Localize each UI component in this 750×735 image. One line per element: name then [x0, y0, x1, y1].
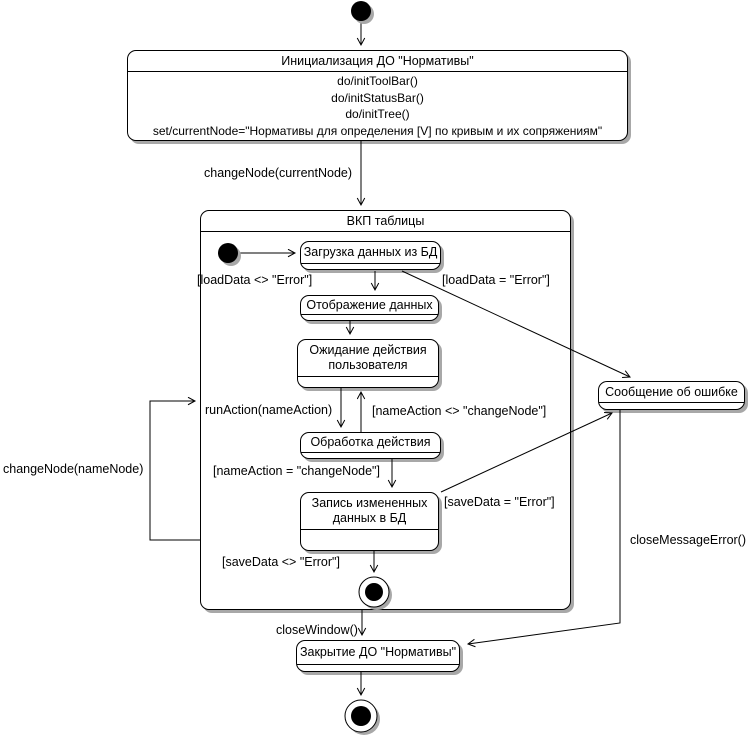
- state-actions: do/initToolBar() do/initStatusBar() do/i…: [128, 72, 627, 140]
- state-body: [301, 530, 438, 550]
- state-body: [301, 264, 440, 269]
- transition-label-save-error: [saveData = "Error"]: [444, 495, 555, 509]
- state-body: [298, 377, 438, 387]
- action-line: do/initStatusBar(): [331, 90, 424, 105]
- state-title: Запись измененных данных в БД: [301, 493, 438, 530]
- action-line: do/initTree(): [345, 107, 410, 122]
- state-load-data: Загрузка данных из БД: [300, 241, 441, 270]
- state-close-normativy: Закрытие ДО "Нормативы": [296, 640, 460, 672]
- state-title: ВКП таблицы: [201, 211, 570, 232]
- state-body: [301, 315, 438, 320]
- state-title: Обработка действия: [301, 433, 440, 453]
- state-title: Инициализация ДО "Нормативы": [128, 51, 627, 72]
- transition-label-close-window: closeWindow(): [276, 623, 358, 637]
- transition-label-change-node-name: changeNode(nameNode): [3, 462, 144, 476]
- state-body: [301, 453, 440, 458]
- initial-state-dot: [351, 1, 374, 24]
- state-title: Загрузка данных из БД: [301, 242, 440, 264]
- state-body: [599, 403, 744, 409]
- state-wait-user-action: Ожидание действия пользователя: [297, 339, 439, 388]
- transition-label-save-ok: [saveData <> "Error"]: [222, 555, 340, 569]
- state-title: Сообщение об ошибке: [599, 382, 744, 403]
- transition-label-run-action: runAction(nameAction): [205, 403, 333, 417]
- action-line: do/initToolBar(): [337, 74, 418, 89]
- transition-label-load-error: [loadData = "Error"]: [442, 273, 550, 287]
- final-state: [344, 699, 380, 735]
- transition-label-load-ok: [loadData <> "Error"]: [197, 273, 313, 287]
- state-process-action: Обработка действия: [300, 432, 441, 459]
- state-title: Отображение данных: [301, 296, 438, 315]
- transition-label-action-not-change: [nameAction <> "changeNode"]: [372, 404, 547, 418]
- state-display-data: Отображение данных: [300, 295, 439, 321]
- state-title: Закрытие ДО "Нормативы": [297, 641, 459, 665]
- transition-label-close-message-error: closeMessageError(): [630, 533, 747, 547]
- transition-composite-self-change-node: [149, 396, 200, 541]
- state-body: [297, 665, 459, 671]
- state-error-message: Сообщение об ошибке: [598, 381, 745, 410]
- transition-label-change-node-current: changeNode(currentNode): [204, 166, 353, 180]
- transition-label-action-change: [nameAction = "changeNode"]: [213, 464, 380, 478]
- state-init-normativy: Инициализация ДО "Нормативы" do/initTool…: [127, 50, 628, 141]
- action-line: set/currentNode="Нормативы для определен…: [152, 123, 603, 138]
- state-save-data: Запись измененных данных в БД: [300, 492, 439, 551]
- state-title: Ожидание действия пользователя: [298, 340, 438, 377]
- composite-body: [201, 232, 570, 609]
